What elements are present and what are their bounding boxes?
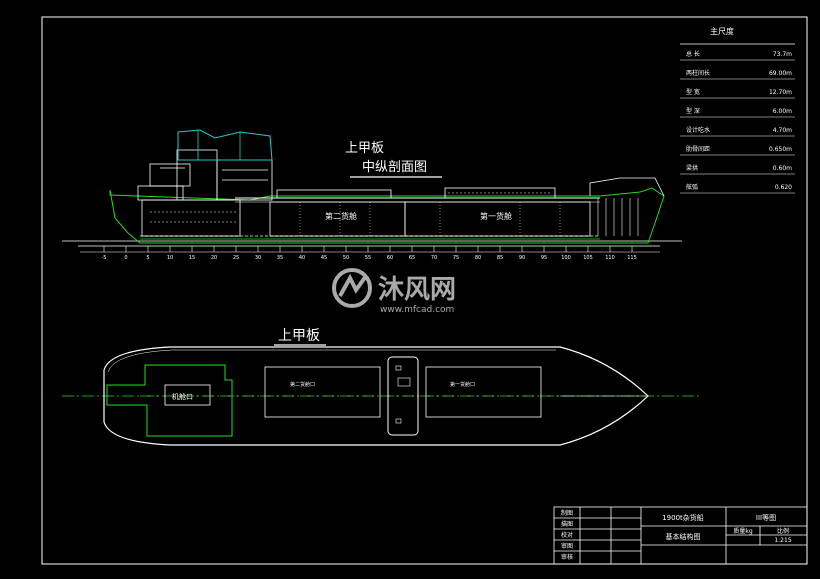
- watermark-brand: 沐风网: [378, 275, 456, 305]
- project-name: 1900t杂货船: [662, 513, 704, 522]
- particulars-label: 舷弧: [686, 183, 698, 191]
- frame-tick-label: 50: [343, 255, 349, 261]
- hold-1-label: 第一货舱: [480, 211, 512, 221]
- frame-tick-label: -5: [102, 255, 107, 261]
- frame-tick-label: 45: [321, 255, 327, 261]
- particulars-label: 设计吃水: [686, 126, 710, 134]
- frame-tick-label: 105: [583, 255, 593, 261]
- watermark-logo-icon: [332, 268, 372, 308]
- frame-tick-label: 5: [146, 255, 149, 261]
- hatch-1-label: 第一货舱口: [450, 381, 475, 388]
- profile-view: 第二货舱 第一货舱: [62, 129, 682, 261]
- frame-tick-label: 10: [167, 255, 173, 261]
- title-block: [553, 506, 808, 565]
- drawing-grade: III等图: [756, 513, 776, 522]
- particulars-label: 肋骨间距: [686, 145, 710, 153]
- frame-tick-label: 85: [497, 255, 503, 261]
- frame-tick-label: 15: [189, 255, 195, 261]
- particulars-value: 12.70m: [769, 89, 792, 96]
- watermark-url: www.mfcad.com: [380, 305, 454, 315]
- particulars-value: 69.00m: [769, 70, 792, 77]
- particulars-value: 0.620: [775, 184, 792, 191]
- profile-title: 中纵剖面图: [362, 160, 427, 175]
- frame-tick-label: 40: [299, 255, 305, 261]
- plan-view: 机舱口 第二货舱口 第一货舱口: [62, 346, 700, 446]
- particulars-value: 4.70m: [773, 127, 792, 134]
- particulars-value: 0.60m: [773, 165, 792, 172]
- scale-value: 1:215: [774, 537, 791, 544]
- particulars-label: 型 宽: [686, 88, 700, 96]
- particulars-label: 梁拱: [686, 164, 698, 172]
- frame-tick-label: 90: [519, 255, 525, 261]
- hold-2-label: 第二货舱: [325, 211, 357, 221]
- drawing-name: 基本结构图: [666, 532, 701, 541]
- frame-tick-label: 115: [627, 255, 637, 261]
- weight-label: 质量kg: [733, 527, 752, 535]
- title-block-role: 描图: [561, 520, 573, 528]
- particulars-title: 主尺度: [710, 26, 734, 36]
- title-block-role: 制图: [561, 509, 573, 517]
- frame-tick-label: 0: [124, 255, 127, 261]
- frame-tick-label: 30: [255, 255, 261, 261]
- frame-tick-label: 70: [431, 255, 437, 261]
- particulars-value: 6.00m: [773, 108, 792, 115]
- frame-tick-label: 60: [387, 255, 393, 261]
- frame-tick-label: 65: [409, 255, 415, 261]
- title-block-role: 审图: [561, 542, 573, 550]
- frame-tick-label: 95: [541, 255, 547, 261]
- frame-tick-label: 20: [211, 255, 217, 261]
- particulars-label: 型 深: [686, 107, 700, 115]
- engine-hatch-label: 机舱口: [172, 392, 193, 401]
- sheet-border: [41, 16, 808, 565]
- frame-tick-label: 100: [561, 255, 571, 261]
- plan-title: 上甲板: [278, 328, 320, 344]
- frame-tick-label: 80: [475, 255, 481, 261]
- particulars-table: 主尺度 总 长 73.7m 两柱间长 69.00m 型 宽 12.70m 型 深 6.00m 设…: [680, 26, 795, 194]
- title-block-role: 校对: [561, 531, 573, 539]
- frame-tick-label: 35: [277, 255, 283, 261]
- hatch-2-label: 第二货舱口: [290, 381, 315, 388]
- particulars-value: 73.7m: [773, 51, 792, 58]
- particulars-label: 总 长: [686, 50, 700, 58]
- frame-tick-label: 110: [605, 255, 615, 261]
- scale-label: 比例: [777, 527, 789, 535]
- particulars-value: 0.650m: [769, 146, 792, 153]
- watermark: 沐风网 www.mfcad.com: [332, 268, 456, 315]
- frame-tick-label: 75: [453, 255, 459, 261]
- title-block-role: 审核: [561, 553, 573, 561]
- particulars-label: 两柱间长: [686, 69, 710, 77]
- profile-title-top: 上甲板: [345, 141, 384, 156]
- frame-tick-label: 55: [365, 255, 371, 261]
- frame-tick-label: 25: [233, 255, 239, 261]
